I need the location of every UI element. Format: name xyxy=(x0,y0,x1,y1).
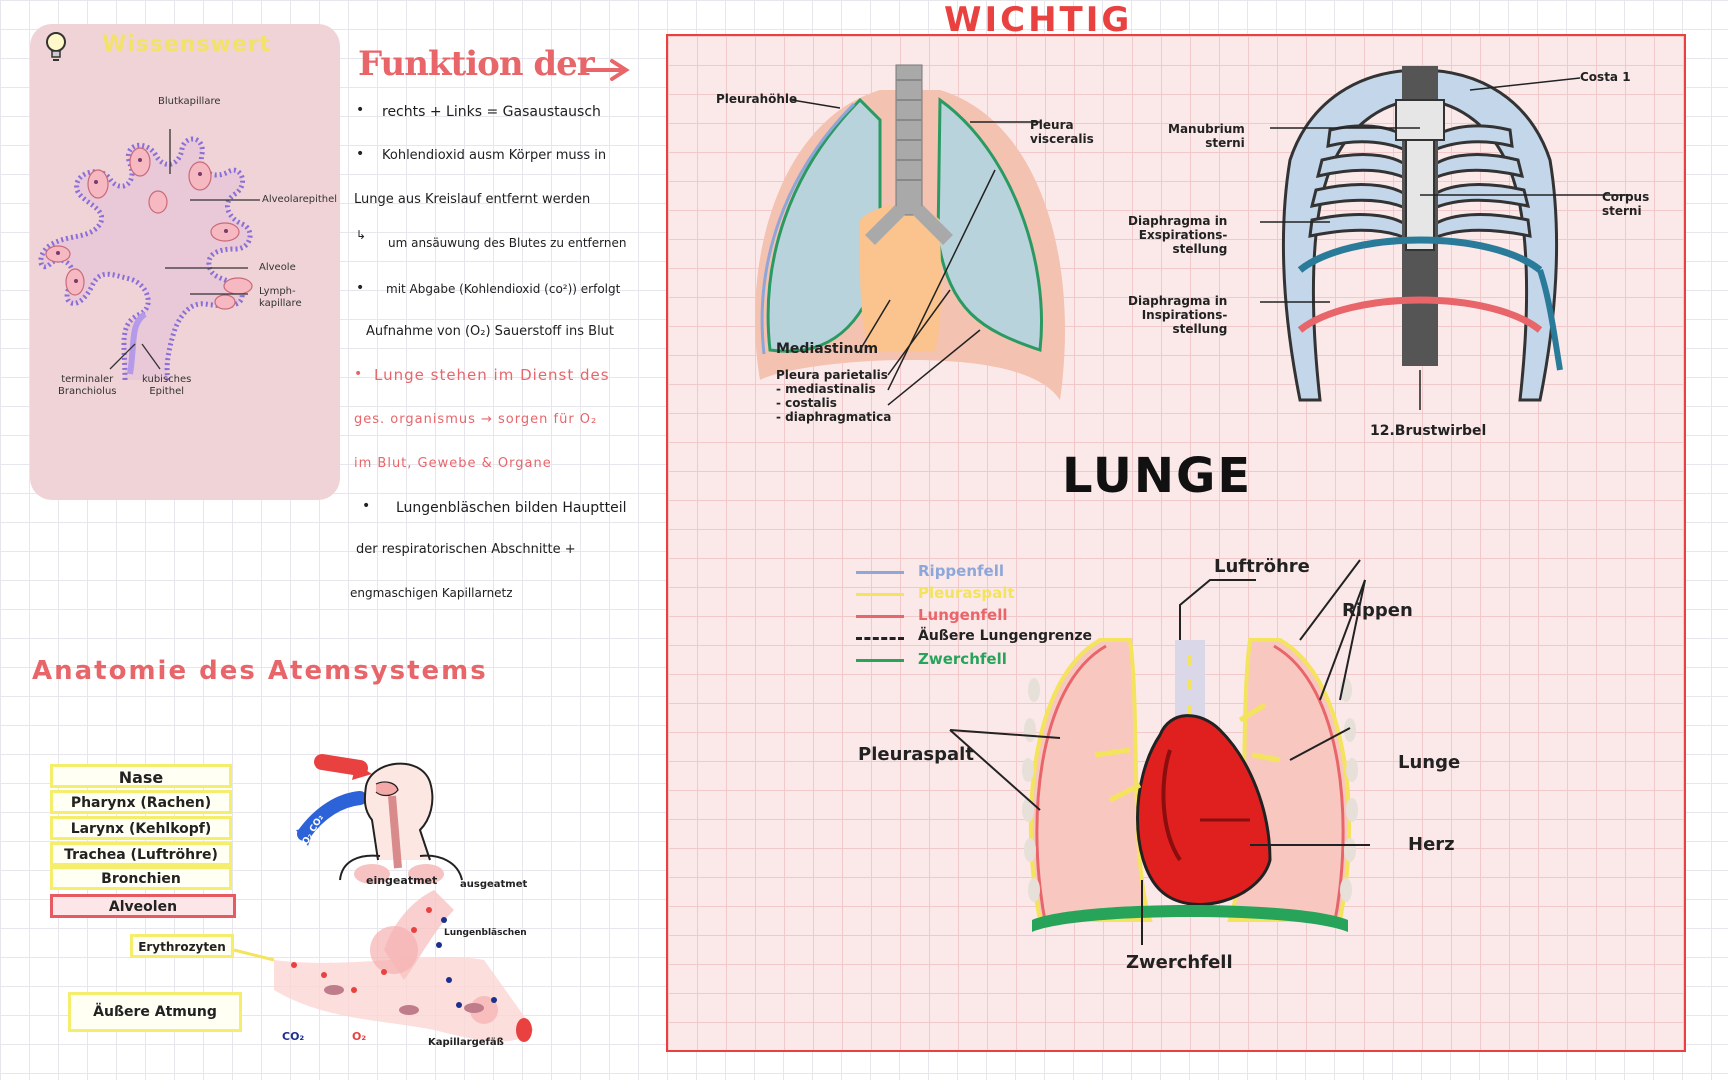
label-herz: Herz xyxy=(1408,834,1455,855)
label-pleurahoehle: Pleurahöhle xyxy=(716,92,798,106)
note-line: im Blut, Gewebe & Organe xyxy=(354,456,552,471)
label-lungenblaeschen: Lungenbläschen xyxy=(444,928,527,938)
label-lunge: Lunge xyxy=(1398,752,1461,773)
label-blutkapillare: Blutkapillare xyxy=(158,96,221,107)
label-terminaler-branchiolus: terminaler Branchiolus xyxy=(58,374,117,397)
note-line: der respiratorischen Abschnitte + xyxy=(356,542,576,557)
label-pleura-parietalis: Pleura parietalis - mediastinalis - cost… xyxy=(776,368,892,424)
legend-item-pleuraspalt: Pleuraspalt xyxy=(856,584,1116,604)
box-pharynx: Pharynx (Rachen) xyxy=(50,790,232,814)
alveolus-illustration xyxy=(38,129,260,381)
label-rippen: Rippen xyxy=(1342,600,1413,621)
label-pleuraspalt: Pleuraspalt xyxy=(858,744,974,765)
label-co2: CO₂ xyxy=(282,1030,305,1043)
label-alveolarepithel: Alveolarepithel xyxy=(262,194,338,205)
label-costa: Costa 1 xyxy=(1580,70,1631,84)
label-kubisches-epithel: kubisches Epithel xyxy=(142,374,192,397)
note-line: mit Abgabe (Kohlendioxid (co²)) erfolgt xyxy=(386,282,621,296)
arrow-right-icon xyxy=(584,59,630,81)
legend-item-rippenfell: Rippenfell xyxy=(856,562,1116,582)
legend-swatch xyxy=(856,637,904,640)
bullet: • xyxy=(354,366,363,382)
head-breathing-illustration xyxy=(296,754,463,884)
capillary-illustration xyxy=(233,890,534,1042)
lung-heart-diagram xyxy=(949,559,1370,945)
legend-swatch xyxy=(856,615,904,618)
anatomie-title: Anatomie des Atemsystems xyxy=(32,656,488,686)
legend-swatch xyxy=(856,659,904,662)
note-line: engmaschigen Kapillarnetz xyxy=(350,586,513,600)
label-lymphkapillare: Lymph- kapillare xyxy=(259,286,302,309)
legend-swatch xyxy=(856,593,904,596)
box-nase: Nase xyxy=(50,764,232,788)
box-larynx: Larynx (Kehlkopf) xyxy=(50,816,232,840)
box-erythrozyten: Erythrozyten xyxy=(130,934,234,958)
legend-label: Lungenfell xyxy=(918,606,1008,624)
ribcage-diagram xyxy=(1260,66,1630,410)
note-line: Lungenbläschen bilden Hauptteil xyxy=(396,500,627,516)
legend-item-lungengrenze: Äußere Lungengrenze xyxy=(856,628,1116,648)
note-line: Kohlendioxid ausm Körper muss in xyxy=(382,148,607,163)
note-line: um ansäuwung des Blutes zu entfernen xyxy=(388,236,627,250)
bullet: • xyxy=(356,102,365,118)
label-kapillargefaess: Kapillargefäß xyxy=(428,1037,504,1048)
bullet: • xyxy=(362,498,371,514)
label-corpus: Corpus sterni xyxy=(1602,190,1650,218)
legend-label: Zwerchfell xyxy=(918,650,1007,668)
label-luftroehre: Luftröhre xyxy=(1214,556,1310,577)
label-zwerchfell: Zwerchfell xyxy=(1126,952,1233,973)
wichtig-title: WICHTIG xyxy=(944,0,1133,40)
box-aeussere-atmung: Äußere Atmung xyxy=(68,992,242,1032)
lightbulb-icon xyxy=(44,30,68,68)
legend-item-lungenfell: Lungenfell xyxy=(856,606,1116,626)
note-line: Aufnahme von (O₂) Sauerstoff ins Blut xyxy=(366,324,615,339)
arrow-bullet: ↳ xyxy=(356,228,367,242)
legend-label: Äußere Lungengrenze xyxy=(918,628,1093,644)
bullet: • xyxy=(356,280,365,296)
label-inspiration: Diaphragma in Inspirations- stellung xyxy=(1128,294,1228,336)
label-mediastinum: Mediastinum xyxy=(776,341,879,357)
legend-label: Rippenfell xyxy=(918,562,1005,580)
legend-item-zwerchfell: Zwerchfell xyxy=(856,650,1116,670)
box-bronchien: Bronchien xyxy=(50,866,232,890)
note-line: Lunge aus Kreislauf entfernt werden xyxy=(354,192,591,207)
wissenswert-card: Wissenswert Blutkapillare A xyxy=(30,24,340,500)
label-brustwirbel: 12.Brustwirbel xyxy=(1370,423,1487,439)
note-line: rechts + Links = Gasaustausch xyxy=(382,104,601,120)
label-manubrium: Manubrium sterni xyxy=(1168,122,1245,150)
label-o2: O₂ xyxy=(352,1030,367,1043)
box-trachea: Trachea (Luftröhre) xyxy=(50,842,232,866)
wissenswert-title: Wissenswert xyxy=(102,32,272,57)
note-line: Lunge stehen im Dienst des xyxy=(374,366,610,384)
legend-label: Pleuraspalt xyxy=(918,584,1015,602)
lung-cross-section-diagram xyxy=(755,64,1065,406)
funktion-title: Funktion der xyxy=(358,44,595,84)
label-eingeatmet: eingeatmet xyxy=(366,874,438,887)
legend-swatch xyxy=(856,571,904,574)
label-exspiration: Diaphragma in Exspirations- stellung xyxy=(1128,214,1228,256)
lunge-title: LUNGE xyxy=(1062,448,1253,504)
label-alveole: Alveole xyxy=(259,262,296,273)
note-line: ges. organismus → sorgen für O₂ xyxy=(354,412,598,427)
bullet: • xyxy=(356,146,365,162)
label-pleura-visceralis: Pleura visceralis xyxy=(1030,118,1094,146)
label-ausgeatmet: ausgeatmet xyxy=(460,879,528,890)
box-alveolen: Alveolen xyxy=(50,894,236,918)
